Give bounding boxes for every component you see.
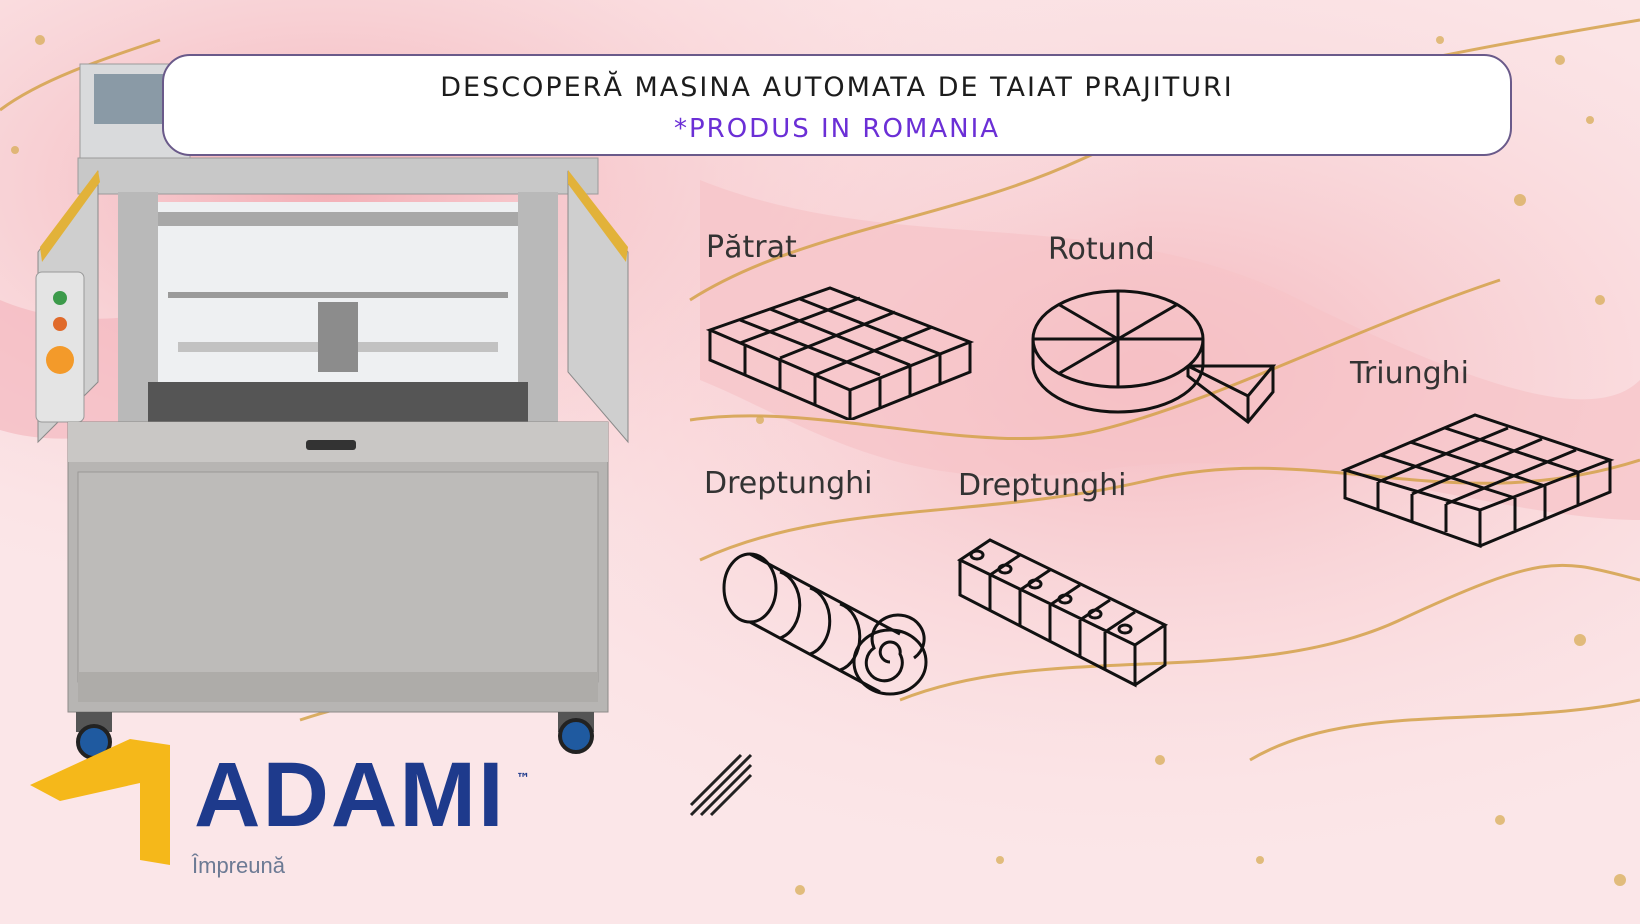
- label-rotund: Rotund: [1048, 232, 1155, 267]
- round-cut-cake-icon: [1031, 289, 1277, 425]
- adami-logo: ADAMI ™ Împreună: [30, 735, 550, 885]
- cake-cutting-machine-image: [35, 63, 629, 760]
- label-patrat: Pătrat: [706, 230, 797, 265]
- triangle-cut-cake-icon: [1340, 413, 1615, 549]
- square-cut-cake-icon: [705, 286, 975, 420]
- banner-title: DESCOPERĂ MASINA AUTOMATA DE TAIAT PRAJI…: [440, 72, 1234, 103]
- adami-logo-mark-icon: [30, 739, 170, 865]
- logo-wordmark: ADAMI: [194, 744, 506, 846]
- title-banner: DESCOPERĂ MASINA AUTOMATA DE TAIAT PRAJI…: [162, 54, 1512, 156]
- logo-tagline: Împreună: [192, 853, 285, 878]
- banner-subtitle: *PRODUS IN ROMANIA: [673, 114, 1001, 144]
- roll-cake-icon: [722, 552, 928, 696]
- label-dreptunghi-roll: Dreptunghi: [704, 466, 873, 501]
- hatch-decoration: [689, 753, 753, 817]
- bar-cut-cake-icon: [956, 538, 1169, 688]
- logo-trademark: ™: [516, 771, 530, 787]
- label-dreptunghi-bar: Dreptunghi: [958, 468, 1127, 503]
- label-triunghi: Triunghi: [1350, 356, 1470, 391]
